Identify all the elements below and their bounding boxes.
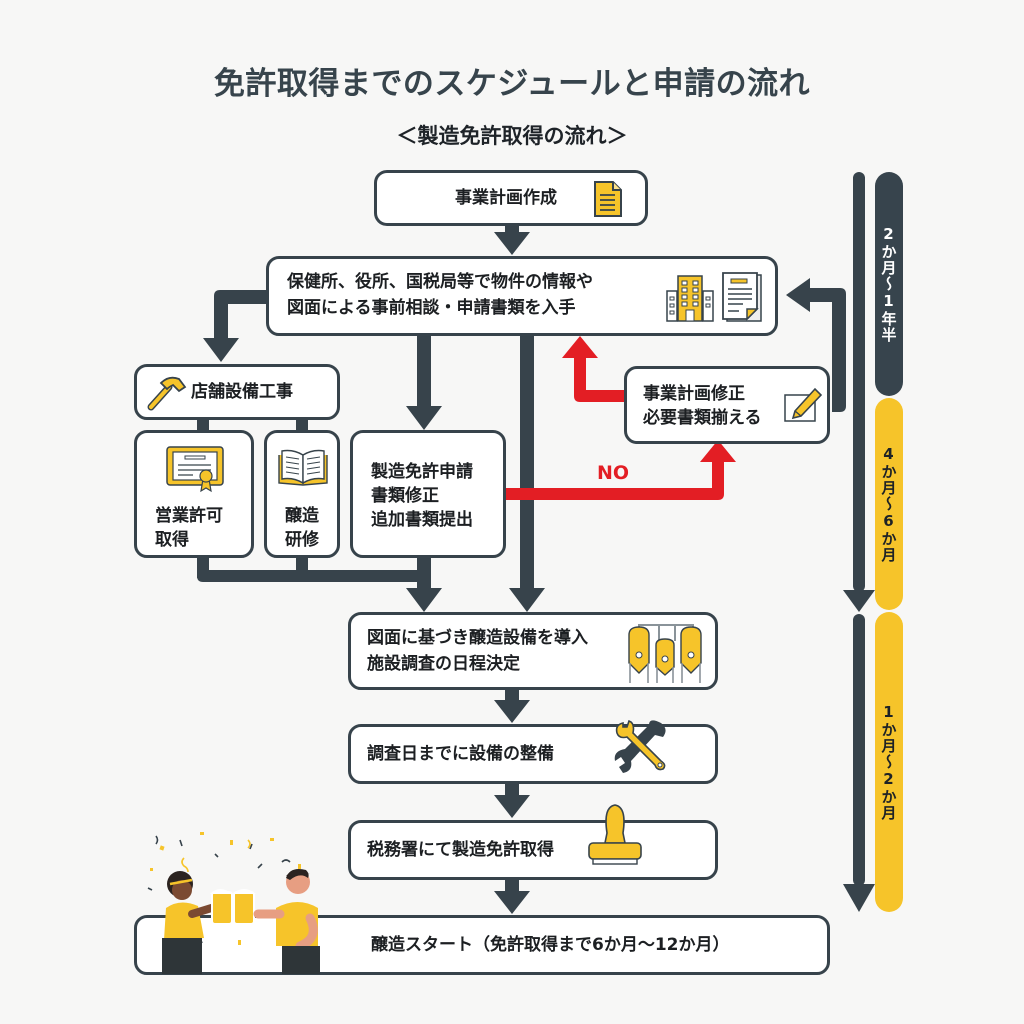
step-business-plan: 事業計画作成: [374, 170, 648, 226]
step-license-application-line1: 製造免許申請: [371, 462, 473, 482]
step-plan-revision: 事業計画修正 必要書類揃える: [624, 366, 830, 444]
connector-store-to-training: [296, 416, 308, 432]
open-book-icon: [278, 449, 328, 486]
arrow-head: [494, 700, 530, 723]
timeline-segment-3-label: 1か月〜2か月: [879, 703, 898, 821]
timeline-segment-1: 2か月〜1年半: [875, 172, 903, 396]
connector-merge: [197, 570, 431, 590]
arrow-head: [786, 278, 810, 312]
reject-arrow-head: [562, 336, 598, 358]
step-consultation: 保健所、役所、国税局等で物件の情報や 図面による事前相談・申請書類を入手: [266, 256, 778, 336]
connector-training-down: [296, 556, 308, 572]
reject-arrow-head: [700, 440, 736, 462]
step-store-construction: 店舗設備工事: [134, 364, 340, 420]
step-brewing-training: 醸造 研修: [264, 430, 340, 558]
pencil-edit-icon: [784, 387, 823, 422]
step-equipment-prep: 調査日までに設備の整備: [348, 719, 718, 784]
step-license-application-line3: 追加書類提出: [371, 510, 473, 530]
step-plan-revision-line1: 事業計画修正: [643, 384, 745, 404]
reject-connector-to-revision: [504, 458, 724, 500]
connector-consult-to-install: [520, 333, 534, 591]
arrow-head: [406, 406, 442, 430]
connector-obtained-to-start: [505, 878, 519, 892]
wrench-screwdriver-icon: [614, 719, 666, 773]
timeline-segment-2: 4か月〜6か月: [875, 398, 903, 610]
arrow-head: [494, 232, 530, 255]
step-brewing-training-line1: 醸造: [285, 506, 319, 526]
reject-connector-to-consult: [574, 354, 626, 402]
timeline-arrow-head-1: [843, 590, 875, 612]
connector-plan-to-consult: [505, 224, 519, 234]
step-license-obtained-label: 税務署にて製造免許取得: [367, 840, 554, 860]
step-equipment-install: 図面に基づき醸造設備を導入 施設調査の日程決定: [348, 612, 718, 690]
step-business-permit: 営業許可 取得: [134, 430, 254, 558]
arrow-head: [203, 338, 239, 362]
step-store-construction-label: 店舗設備工事: [191, 382, 293, 402]
step-plan-revision-line2: 必要書類揃える: [643, 408, 762, 428]
step-business-permit-line1: 営業許可: [155, 506, 223, 526]
page-subtitle: ＜製造免許取得の流れ＞: [396, 124, 628, 148]
arrow-head: [509, 588, 545, 612]
hammer-icon: [147, 376, 187, 411]
arrow-head: [494, 795, 530, 818]
timeline-arrow-line-2: [853, 614, 865, 886]
step-license-application-line2: 書類修正: [371, 486, 439, 506]
timeline-segment-3: 1か月〜2か月: [875, 612, 903, 912]
connector-store-to-permit: [197, 416, 209, 432]
arrow-head: [406, 588, 442, 612]
rejection-no-label: NO: [597, 462, 630, 484]
step-consultation-line2: 図面による事前相談・申請書類を入手: [287, 298, 576, 318]
step-business-permit-line2: 取得: [155, 530, 189, 550]
office-building-icon: [666, 275, 714, 322]
step-brewing-start: 醸造スタート（免許取得まで6か月〜12か月）: [134, 915, 830, 975]
step-license-application: 製造免許申請 書類修正 追加書類提出: [350, 430, 506, 558]
step-equipment-install-line1: 図面に基づき醸造設備を導入: [367, 628, 588, 648]
stamp-icon: [588, 804, 642, 865]
connector-prep-to-obtained: [505, 782, 519, 796]
brewing-tanks-icon: [628, 624, 702, 683]
connector-consult-to-application: [417, 333, 431, 408]
timeline-arrow-line-1: [853, 172, 865, 592]
paper-documents-icon: [722, 272, 762, 322]
step-equipment-prep-label: 調査日までに設備の整備: [367, 744, 554, 764]
step-brewing-start-label: 醸造スタート（免許取得まで6か月〜12か月）: [371, 935, 730, 955]
timeline-segment-2-label: 4か月〜6か月: [879, 445, 898, 563]
step-business-plan-label: 事業計画作成: [455, 188, 557, 208]
connector-install-to-prep: [505, 688, 519, 702]
connector-application-down: [417, 556, 431, 590]
page-title: 免許取得までのスケジュールと申請の流れ: [213, 66, 811, 102]
certificate-icon: [166, 446, 224, 493]
timeline-segment-1-label: 2か月〜1年半: [879, 225, 898, 343]
connector-revision-to-consult: [808, 288, 846, 412]
connector-consult-to-store: [214, 290, 268, 340]
arrow-head: [494, 891, 530, 914]
step-license-obtained: 税務署にて製造免許取得: [348, 804, 718, 880]
step-equipment-install-line2: 施設調査の日程決定: [367, 654, 520, 674]
celebrating-people-cheers-illustration: [147, 832, 320, 974]
step-brewing-training-line2: 研修: [285, 530, 319, 550]
timeline-arrow-head-2: [843, 884, 875, 912]
document-icon: [594, 181, 622, 217]
step-consultation-line1: 保健所、役所、国税局等で物件の情報や: [287, 272, 593, 292]
